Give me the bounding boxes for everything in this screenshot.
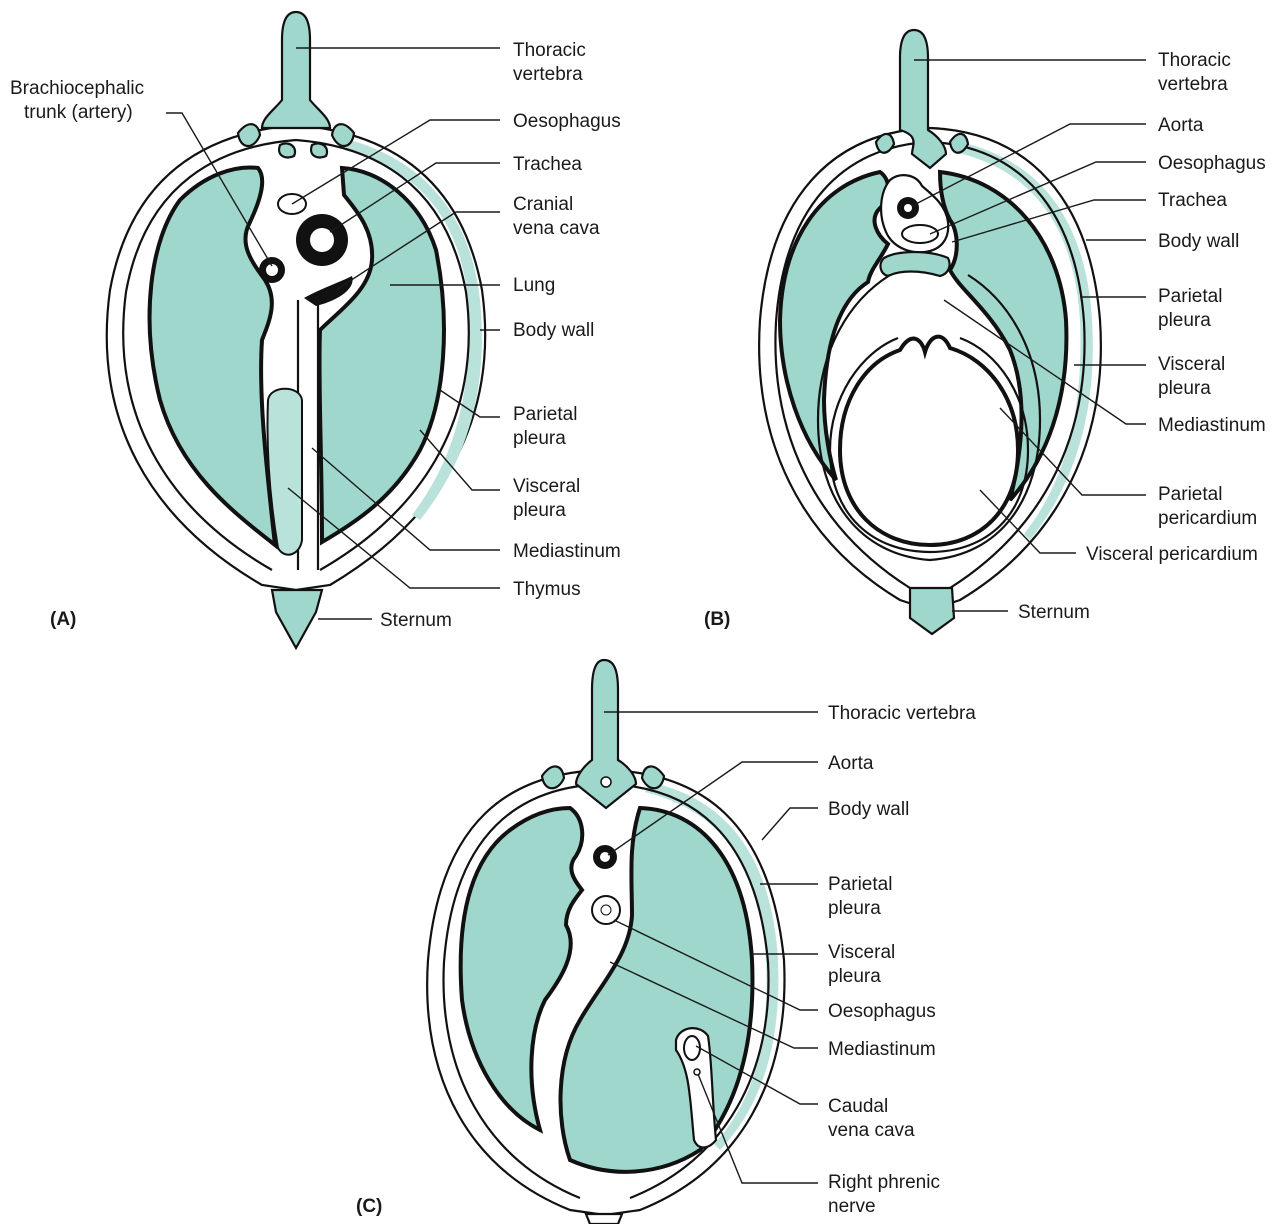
panel-a-transverse-left — [279, 143, 295, 157]
panel-a-vertebra — [262, 12, 330, 128]
panel-b-oesophagus — [902, 225, 938, 243]
panel-c-label-visceral-pleura-1: Visceral — [828, 942, 895, 963]
panel-b-label-oesophagus: Oesophagus — [1158, 153, 1266, 174]
panel-a-label-visceral-pleura-2: pleura — [513, 500, 566, 521]
panel-a-label-parietal-pleura-1: Parietal — [513, 404, 577, 425]
panel-b-tag: (B) — [704, 609, 730, 630]
panel-c-label-mediastinum: Mediastinum — [828, 1039, 936, 1060]
panel-b-label-body-wall: Body wall — [1158, 231, 1239, 252]
panel-c-label-oesophagus: Oesophagus — [828, 1001, 936, 1022]
panel-b-label-trachea: Trachea — [1158, 190, 1227, 211]
panel-a-label-thoracic-vertebra-1: Thoracic — [513, 40, 586, 61]
panel-a-label-brachiocephalic-1: Brachiocephalic — [10, 78, 144, 99]
panel-a-rib-left — [238, 124, 260, 146]
panel-c-label-caudal-vena-cava-1: Caudal — [828, 1096, 888, 1117]
panel-c-label-visceral-pleura-2: pleura — [828, 966, 881, 987]
panel-c-rib-left — [542, 766, 564, 788]
panel-b-label-parietal-pericardium-1: Parietal — [1158, 484, 1222, 505]
panel-a-label-visceral-pleura-1: Visceral — [513, 476, 580, 497]
panel-c-oesophagus — [592, 896, 620, 924]
panel-a-label-mediastinum: Mediastinum — [513, 541, 621, 562]
panel-a-label-oesophagus: Oesophagus — [513, 111, 621, 132]
panel-b-label-parietal-pericardium-2: pericardium — [1158, 508, 1257, 529]
panel-c-label-aorta: Aorta — [828, 753, 874, 774]
panel-a-sternum — [272, 590, 322, 648]
panel-b-label-visceral-pericardium: Visceral pericardium — [1086, 544, 1258, 565]
panel-c-sternum — [586, 1214, 622, 1224]
panel-a-label-brachiocephalic-2: trunk (artery) — [24, 102, 133, 123]
panel-a-rib-right — [332, 124, 354, 146]
panel-b-label-visceral-pleura-2: pleura — [1158, 378, 1211, 399]
panel-b-mediastinal-bar — [881, 252, 950, 276]
panel-b-label-parietal-pleura-1: Parietal — [1158, 286, 1222, 307]
panel-c-label-right-phrenic-nerve-1: Right phrenic — [828, 1172, 940, 1193]
panel-a-label-trachea: Trachea — [513, 154, 582, 175]
panel-a-tag: (A) — [50, 609, 76, 630]
panel-b-label-parietal-pleura-2: pleura — [1158, 310, 1211, 331]
panel-c-label-parietal-pleura-2: pleura — [828, 898, 881, 919]
panel-a-label-sternum: Sternum — [380, 610, 452, 631]
panel-a-transverse-right — [311, 143, 327, 157]
panel-b-label-mediastinum: Mediastinum — [1158, 415, 1266, 436]
panel-a-label-thymus: Thymus — [513, 579, 581, 600]
panel-c-tag: (C) — [356, 1196, 382, 1217]
panel-a-label-parietal-pleura-2: pleura — [513, 428, 566, 449]
panel-b-label-aorta: Aorta — [1158, 115, 1204, 136]
panel-a-label-lung: Lung — [513, 275, 555, 296]
panel-c: Thoracic vertebra Aorta Body wall Pariet… — [356, 660, 976, 1224]
panel-b-label-sternum: Sternum — [1018, 602, 1090, 623]
panel-c-label-thoracic-vertebra: Thoracic vertebra — [828, 703, 976, 724]
panel-b-sternum — [910, 588, 954, 634]
panel-a-label-body-wall: Body wall — [513, 320, 594, 341]
panel-c-right-phrenic-nerve — [694, 1069, 700, 1075]
panel-b-label-thoracic-vertebra-1: Thoracic — [1158, 50, 1231, 71]
panel-a: Thoracic vertebra Brachiocephalic trunk … — [10, 12, 621, 648]
panel-b-label-thoracic-vertebra-2: vertebra — [1158, 74, 1228, 95]
panel-c-rib-right — [642, 766, 664, 788]
panel-c-label-body-wall: Body wall — [828, 799, 909, 820]
panel-b: Thoracic vertebra Aorta Oesophagus Trach… — [704, 30, 1266, 634]
panel-c-caudal-vena-cava — [684, 1036, 700, 1060]
panel-b-label-visceral-pleura-1: Visceral — [1158, 354, 1225, 375]
panel-a-label-cranial-vena-cava-1: Cranial — [513, 194, 573, 215]
panel-a-label-thoracic-vertebra-2: vertebra — [513, 64, 583, 85]
panel-a-label-cranial-vena-cava-2: vena cava — [513, 218, 600, 239]
panel-c-label-parietal-pleura-1: Parietal — [828, 874, 892, 895]
panel-c-label-right-phrenic-nerve-2: nerve — [828, 1196, 876, 1217]
panel-c-label-caudal-vena-cava-2: vena cava — [828, 1120, 915, 1141]
